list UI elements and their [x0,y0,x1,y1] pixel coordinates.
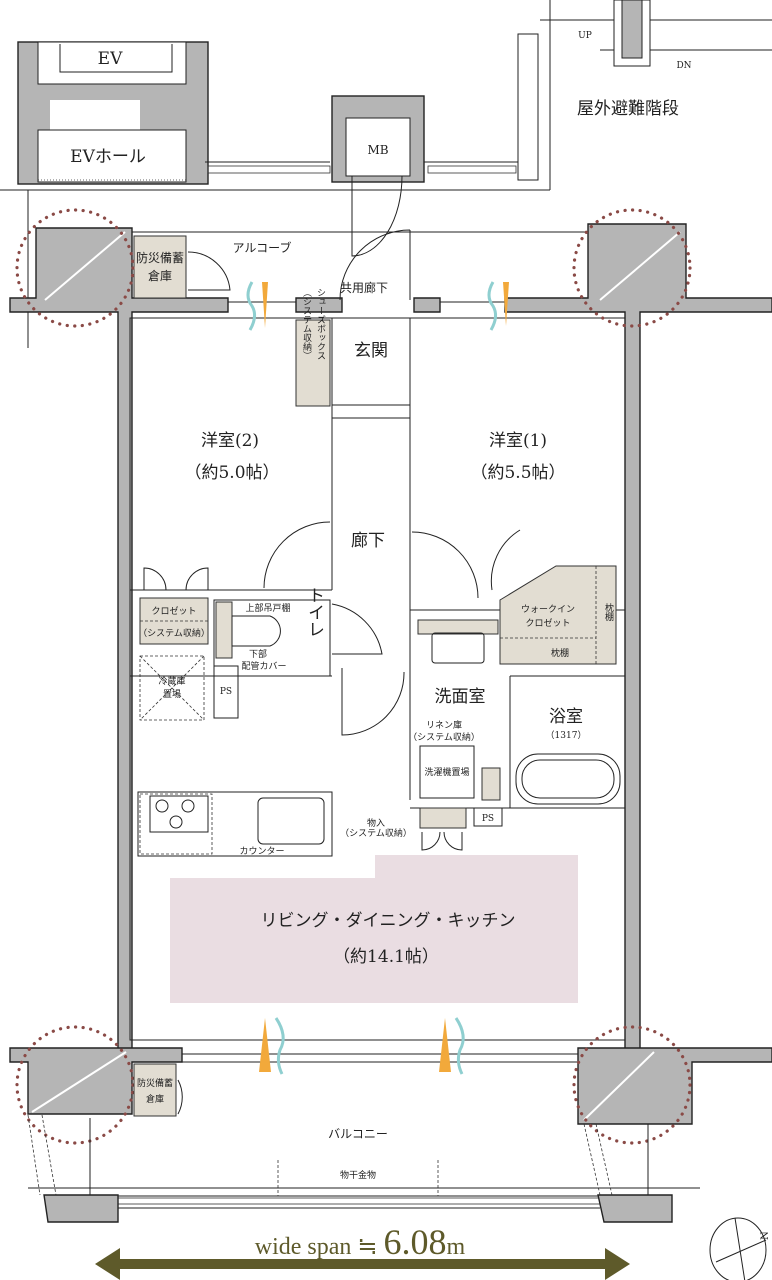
north-compass-icon: N [709,1217,771,1280]
ev-hall-label: EVホール [70,147,146,167]
closet-sub-label: （システム収納） [138,627,210,639]
kitchen-sink[interactable] [257,797,325,845]
shoe-box-label-2: （システム収納） [301,288,312,360]
shoe-box [295,319,331,407]
storage-door [187,251,231,291]
vanity [417,619,499,635]
ps-left-label: PS [220,687,232,697]
fridge-label-1: 冷蔵庫 [158,675,185,687]
laundry-hanger-label: 物干金物 [340,1169,376,1181]
common-corridor-label: 共用廊下 [340,280,388,295]
up-label: UP [578,31,592,41]
closet-label: クロゼット [151,605,196,617]
wide-span-unit: m [447,1234,466,1260]
disaster-storage-bottom [133,1063,177,1117]
linen-label-1: リネン庫 [426,719,462,731]
storage-label-2: （システム収納） [340,827,412,839]
washroom-label: 洗面室 [435,687,486,707]
corner-highlight [572,1025,692,1145]
disaster-storage-bottom-label-2: 倉庫 [146,1093,164,1105]
entrance-label: 玄関 [354,341,388,361]
toilet-room [213,599,331,677]
interior [129,317,626,1041]
lower-pipe-label-1: 下部 [249,648,267,660]
ldk-highlight [170,855,578,1003]
unit-outer-walls [9,223,772,1125]
walk-in-label-1: ウォークイン [521,604,575,615]
balcony-label: バルコニー [328,1127,388,1141]
washer-label: 洗濯機置場 [424,766,469,778]
ventilation-icons [246,281,509,1075]
ldk-size: （約14.1帖） [333,947,439,967]
hallway-label: 廊下 [351,531,385,551]
counter-label: カウンター [239,846,284,857]
common-area: EV EVホール MB UP DN 屋外避難階段 共用廊下 [0,0,772,348]
walk-in-closet [499,565,617,665]
disaster-storage-top [133,235,187,299]
svg-text:wide span ≒ 6.08m: wide span ≒ 6.08m [255,1222,466,1262]
western-room-1-size: （約5.5帖） [470,463,565,483]
ps-right-label: PS [482,814,494,824]
north-label: N [760,1231,771,1240]
disaster-storage-top-label-1: 防災備蓄 [136,250,184,265]
alcove-label: アルコーブ [233,240,292,255]
corner-highlight [15,208,135,328]
wide-span-value: 6.08 [384,1222,447,1262]
kitchen-counter [137,791,333,857]
gas-stove[interactable] [149,795,209,833]
shoe-box-label-1: シューズボックス [315,288,326,360]
front-door[interactable] [339,229,411,301]
pillow-shelf-label: 枕棚 [551,647,569,659]
wide-span-prefix: wide span ≒ [255,1234,384,1260]
western-room-2-size: （約5.0帖） [184,463,279,483]
storage-box [419,807,467,829]
dn-label: DN [676,61,691,71]
mb-label: MB [367,143,388,157]
ev-label: EV [98,49,123,69]
toilet-cabinet [215,601,233,659]
ps-right [473,807,503,827]
lower-pipe-label-2: 配管カバー [241,660,286,672]
corner-highlight [15,1025,135,1145]
storage-label-1: 物入 [367,817,385,829]
western-room-2-label: 洋室(2) [201,431,259,451]
wide-span-dimension: wide span ≒ 6.08m [95,1222,630,1280]
walk-in-label-2: クロゼット [525,617,570,629]
pillow-shelf-side-label: 枕棚 [603,602,614,622]
ldk-label: リビング・ダイニング・キッチン [261,911,516,931]
corner-highlight [572,208,692,328]
disaster-storage-top-label-2: 倉庫 [148,268,172,283]
doors [143,521,521,851]
toilet-label: トイレ [304,587,324,638]
span-arrow [95,1248,630,1280]
fridge-space [139,655,205,721]
toilet-icon [231,615,281,647]
linen-storage [481,767,501,801]
disaster-storage-bottom-label-1: 防災備蓄 [137,1077,173,1089]
bathroom-size: （1317） [546,730,587,741]
western-room-1-label: 洋室(1) [489,431,547,451]
bathroom-label: 浴室 [549,707,583,727]
linen-label-2: （システム収納） [408,731,480,743]
ps-left [213,665,239,719]
outdoor-stairs-label: 屋外避難階段 [577,99,679,119]
fridge-label-2: 置場 [163,688,181,700]
upper-cabinet-label: 上部吊戸棚 [245,602,290,614]
washer-space [419,745,475,799]
bathtub[interactable] [515,753,621,805]
